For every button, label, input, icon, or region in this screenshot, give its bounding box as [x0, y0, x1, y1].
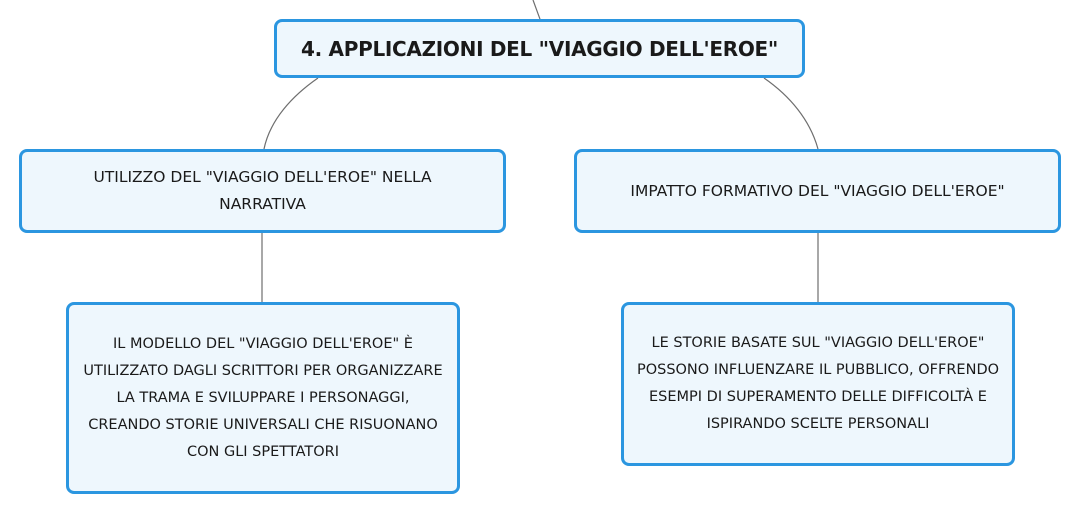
- detail-label-narrative: IL MODELLO DEL "VIAGGIO DELL'EROE" È UTI…: [83, 335, 443, 460]
- connector-root-to-right-branch: [763, 77, 819, 150]
- detail-label-formative-impact: LE STORIE BASATE SUL "VIAGGIO DELL'EROE"…: [636, 335, 1000, 432]
- connector-parent-to-root: [532, 0, 541, 20]
- subtopic-label-narrative: UTILIZZO DEL "VIAGGIO DELL'EROE" NELLA N…: [93, 168, 432, 213]
- subtopic-node-formative-impact[interactable]: IMPATTO FORMATIVO DEL "VIAGGIO DELL'EROE…: [574, 149, 1061, 233]
- root-topic-label: 4. APPLICAZIONI DEL "VIAGGIO DELL'EROE": [300, 36, 779, 61]
- subtopic-node-narrative[interactable]: UTILIZZO DEL "VIAGGIO DELL'EROE" NELLA N…: [19, 149, 506, 233]
- detail-node-formative-impact[interactable]: LE STORIE BASATE SUL "VIAGGIO DELL'EROE"…: [621, 302, 1015, 466]
- root-topic-node[interactable]: 4. APPLICAZIONI DEL "VIAGGIO DELL'EROE": [274, 19, 805, 78]
- connector-root-to-left-branch: [263, 77, 319, 150]
- detail-node-narrative[interactable]: IL MODELLO DEL "VIAGGIO DELL'EROE" È UTI…: [66, 302, 460, 494]
- subtopic-label-formative-impact: IMPATTO FORMATIVO DEL "VIAGGIO DELL'EROE…: [630, 181, 1005, 200]
